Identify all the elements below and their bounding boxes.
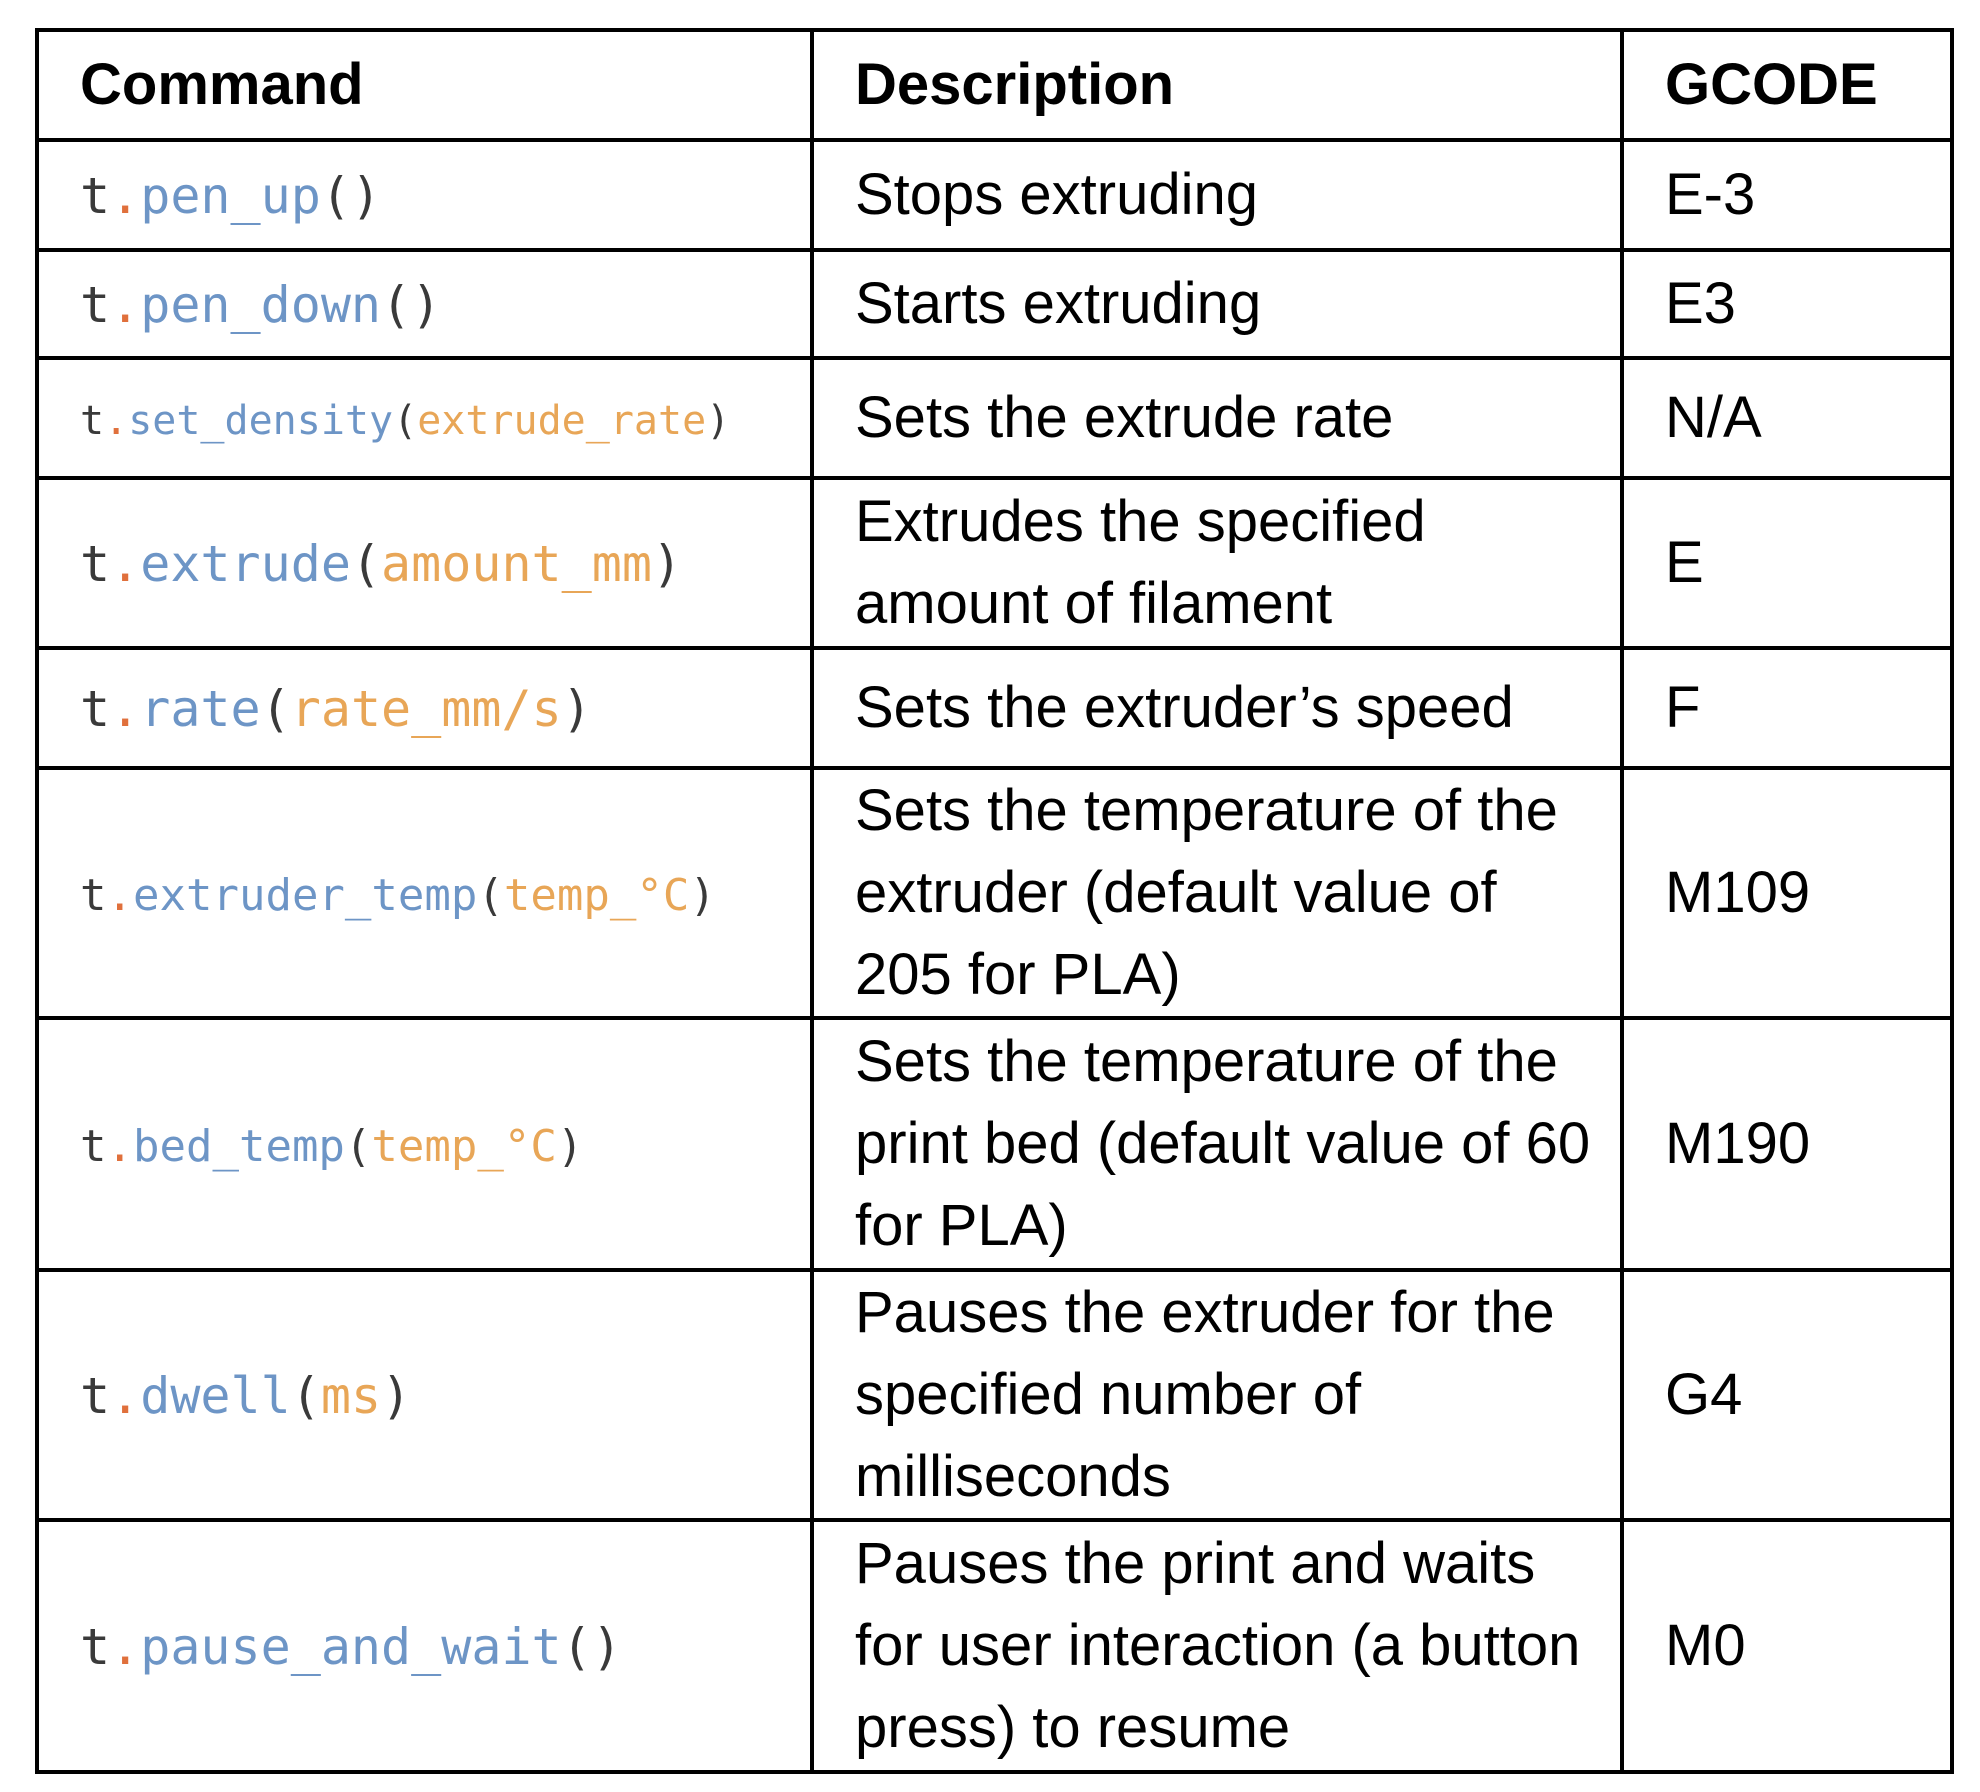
description-cell: Pauses the extruder for the specified nu… — [810, 1268, 1624, 1522]
description-cell: Sets the extrude rate — [810, 356, 1624, 480]
gcode-cell: E-3 — [1620, 138, 1954, 252]
gcode-cell: N/A — [1620, 356, 1954, 480]
table-row: t.pause_and_wait() Pauses the print and … — [35, 1518, 1954, 1774]
header-command: Command — [35, 28, 814, 142]
gcode-cell: E3 — [1620, 248, 1954, 360]
table-row: t.dwell(ms) Pauses the extruder for the … — [35, 1268, 1954, 1522]
description-cell: Extrudes the specified amount of filamen… — [810, 476, 1624, 650]
command-cell: t.extruder_temp(temp_°C) — [35, 766, 814, 1020]
table-row: t.pen_down() Starts extruding E3 — [35, 248, 1954, 360]
gcode-cell: M109 — [1620, 766, 1954, 1020]
gcode-cell: M190 — [1620, 1016, 1954, 1272]
gcode-cell: M0 — [1620, 1518, 1954, 1774]
header-gcode: GCODE — [1620, 28, 1954, 142]
gcode-cell: F — [1620, 646, 1954, 770]
command-cell: t.bed_temp(temp_°C) — [35, 1016, 814, 1272]
description-cell: Stops extruding — [810, 138, 1624, 252]
description-cell: Starts extruding — [810, 248, 1624, 360]
description-cell: Sets the temperature of the extruder (de… — [810, 766, 1624, 1020]
table-row: t.bed_temp(temp_°C) Sets the temperature… — [35, 1016, 1954, 1272]
gcode-cell: E — [1620, 476, 1954, 650]
command-cell: t.pause_and_wait() — [35, 1518, 814, 1774]
command-cell: t.rate(rate_mm/s) — [35, 646, 814, 770]
table-row: t.extruder_temp(temp_°C) Sets the temper… — [35, 766, 1954, 1020]
description-cell: Pauses the print and waits for user inte… — [810, 1518, 1624, 1774]
command-table: Command Description GCODE t.pen_up() Sto… — [35, 28, 1954, 1774]
gcode-cell: G4 — [1620, 1268, 1954, 1522]
command-cell: t.set_density(extrude_rate) — [35, 356, 814, 480]
description-cell: Sets the temperature of the print bed (d… — [810, 1016, 1624, 1272]
command-cell: t.dwell(ms) — [35, 1268, 814, 1522]
command-cell: t.pen_down() — [35, 248, 814, 360]
description-cell: Sets the extruder’s speed — [810, 646, 1624, 770]
command-cell: t.extrude(amount_mm) — [35, 476, 814, 650]
command-cell: t.pen_up() — [35, 138, 814, 252]
table-row: t.rate(rate_mm/s) Sets the extruder’s sp… — [35, 646, 1954, 770]
header-description: Description — [810, 28, 1624, 142]
table-header-row: Command Description GCODE — [35, 28, 1954, 142]
table-row: t.pen_up() Stops extruding E-3 — [35, 138, 1954, 252]
table-row: t.set_density(extrude_rate) Sets the ext… — [35, 356, 1954, 480]
table-row: t.extrude(amount_mm) Extrudes the specif… — [35, 476, 1954, 650]
